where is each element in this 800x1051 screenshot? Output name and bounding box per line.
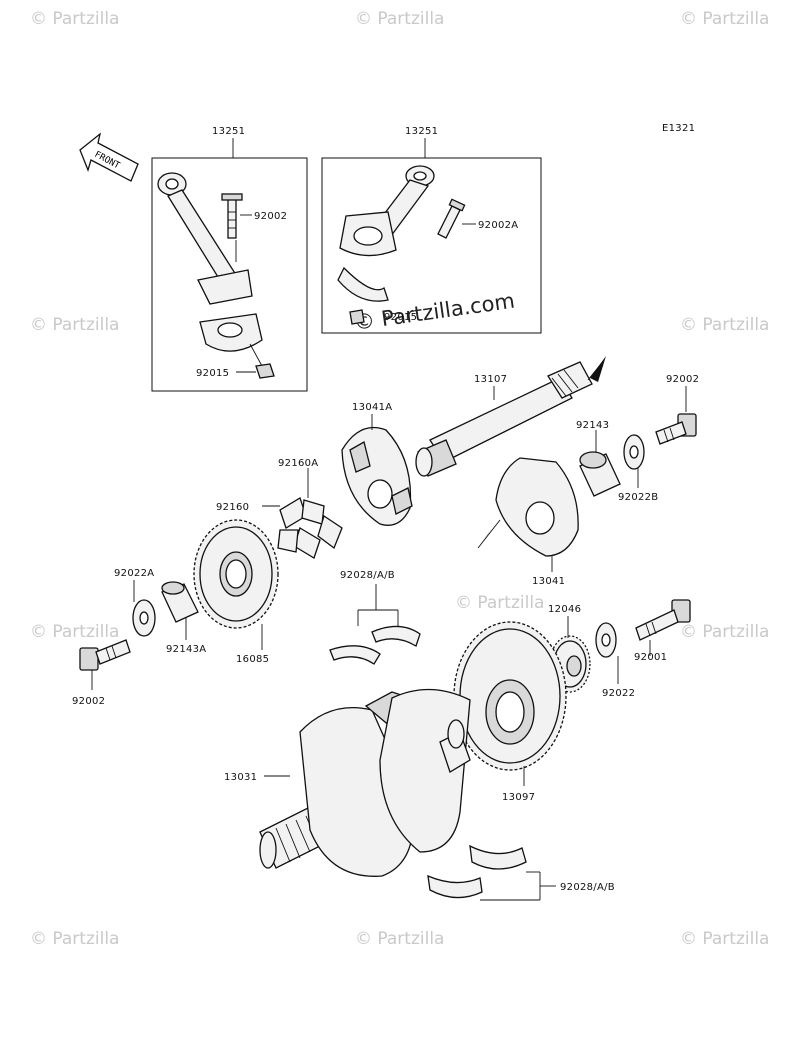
watermark: © Partzilla [30,9,119,29]
connecting-rod-right [337,165,435,302]
hub [477,457,579,557]
washer-right [623,434,645,470]
bolt-mid-right [635,599,691,641]
label-gear-big: 13097 [502,792,535,803]
connecting-rod-left [157,172,253,305]
diagram-code: E1321 [662,123,695,134]
label-bolt-left: 92002 [72,696,105,707]
label-washer-right: 92022B [618,492,658,503]
watermark: © Partzilla [680,315,769,335]
washer-mid-right [595,622,617,658]
hub-a [341,426,413,526]
watermark: © Partzilla [30,315,119,335]
rod-bolt-right [437,198,466,239]
front-arrow-shape [79,132,139,182]
watermark: © Partzilla [680,9,769,29]
collar-right [579,451,621,497]
label-gear-left: 16085 [236,654,269,665]
bearing-shells-bottom [427,844,527,899]
label-washer-left: 92022A [114,568,154,579]
label-bolt-mid-right: 92001 [634,652,667,663]
label-rod-left: 13251 [212,126,245,137]
bolt-left [79,639,131,671]
watermark: © Partzilla [30,622,119,642]
label-bolt-right: 92002A [478,220,518,231]
label-nut-left: 92015 [196,368,229,379]
watermark: © Partzilla [680,622,769,642]
bolt-top-right [655,413,697,445]
rod-nut-left [255,363,275,379]
watermark: © Partzilla [30,929,119,949]
rod-box-right [321,157,542,334]
label-bolt-left: 92002 [254,211,287,222]
label-damper: 92160 [216,502,249,513]
watermark: © Partzilla [455,593,544,613]
crankshaft [259,688,471,877]
rod-group-left: 13251 92002 92015 [151,126,308,392]
damper-rubbers [277,497,343,559]
label-damper-a: 92160A [278,458,318,469]
label-collar-right: 92143 [576,420,609,431]
label-nut-right: 92015 [384,312,417,323]
label-shaft: 13107 [474,374,507,385]
rod-nut-right [349,309,365,325]
label-rod-right: 13251 [405,126,438,137]
rod-bolt-left [221,193,243,239]
watermark: © Partzilla [680,929,769,949]
label-bearing-bottom: 92028/A/B [560,882,615,893]
watermark: © Partzilla [355,9,444,29]
rod-group-right: 13251 92002A 92015 [321,126,542,334]
label-collar-left: 92143A [166,644,206,655]
label-bolt-top-right: 92002 [666,374,699,385]
label-crankshaft: 13031 [224,772,257,783]
watermark: © Partzilla [355,929,444,949]
label-bearing-top: 92028/A/B [340,570,395,581]
label-washer-mid-right: 92022 [602,688,635,699]
gear-left [193,519,279,629]
rod-cap-left [199,313,263,352]
collar-left [161,581,199,623]
shaft [415,356,606,477]
label-hub-a: 13041A [352,402,392,413]
label-hub: 13041 [532,576,565,587]
front-arrow: FRONT [79,132,139,182]
label-gear-small: 12046 [548,604,581,615]
gear-big [453,621,567,771]
rod-box-left [151,157,308,392]
washer-left [132,599,156,637]
bearing-shells-top [329,625,421,665]
